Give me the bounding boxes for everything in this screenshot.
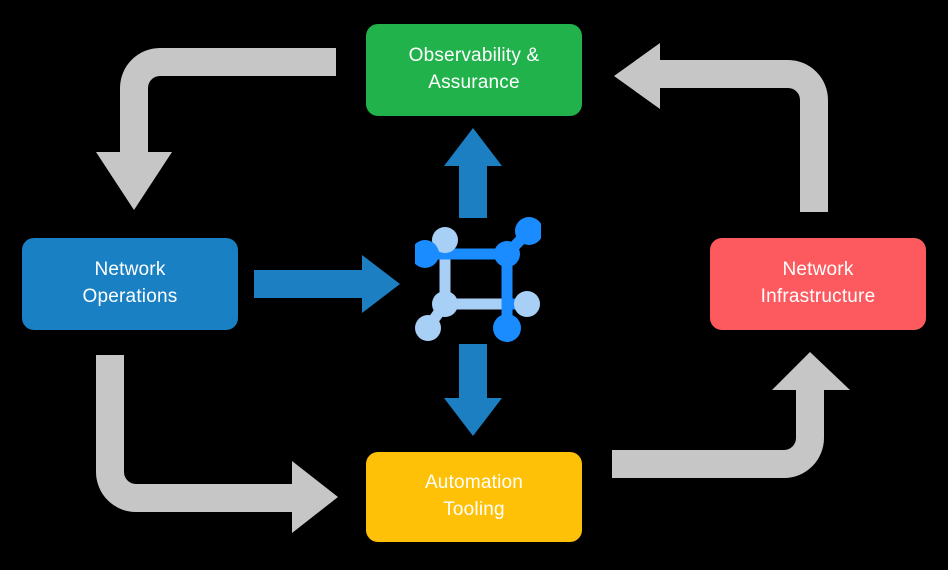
arrow-automation-to-infrastructure [612,352,850,478]
arrow-operations-to-automation [96,355,338,533]
network-mesh-icon [411,216,543,342]
node-observability-label-line1: Observability & [408,45,540,67]
node-infrastructure-label-line2: Infrastructure [760,286,876,307]
node-automation-label-line1: Automation [424,472,524,494]
arrow-hub-to-automation [444,344,502,436]
node-observability-label-line2: Assurance [428,72,520,93]
arrow-operations-to-hub [254,255,400,313]
mesh-nodes-primary [411,217,543,342]
node-automation-label-line2: Tooling [443,499,505,520]
node-observability-assurance[interactable]: Observability & Assurance [366,24,582,116]
node-network-infrastructure[interactable]: Network Infrastructure [710,238,926,330]
node-operations-label-line1: Network [94,259,166,281]
node-automation-tooling[interactable]: Automation Tooling [366,452,582,542]
arrow-observability-to-operations [96,48,336,210]
mesh-nodes-secondary [415,227,540,341]
node-operations-label-line2: Operations [82,286,178,307]
node-network-operations[interactable]: Network Operations [22,238,238,330]
arrow-infrastructure-to-observability [614,43,828,212]
arrow-hub-to-observability [444,128,502,218]
node-infrastructure-label-line1: Network [782,259,854,281]
